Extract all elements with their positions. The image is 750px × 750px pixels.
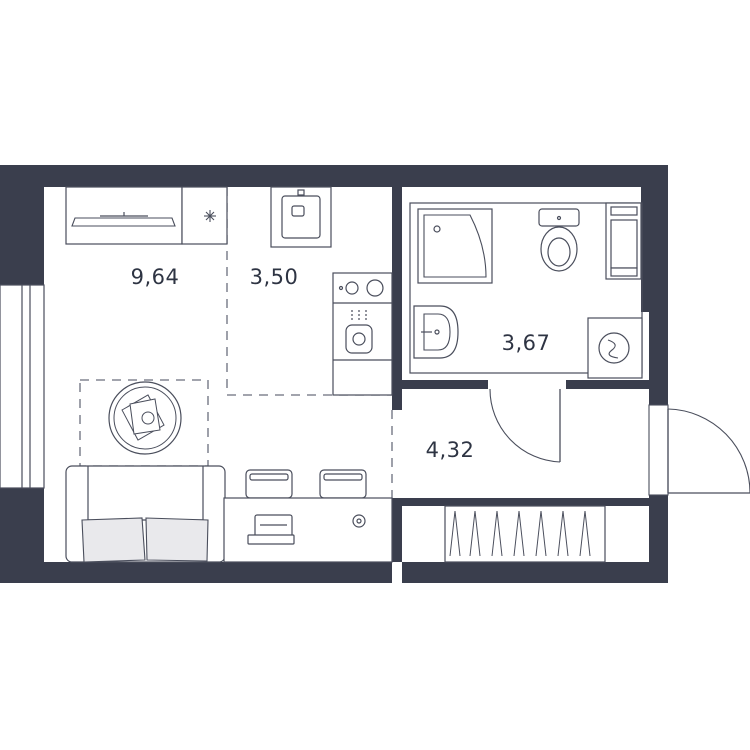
wall-top xyxy=(0,165,668,187)
shower-icon xyxy=(417,208,493,284)
window-icon xyxy=(0,284,45,489)
wall-bathroom-left xyxy=(392,187,402,410)
washing-machine-icon xyxy=(587,317,643,379)
desk-icon xyxy=(223,497,393,563)
chair-icon xyxy=(245,469,293,499)
wall-bottom-left xyxy=(0,562,392,583)
sofa-icon xyxy=(65,465,226,563)
wall-hall-right-bottom xyxy=(392,498,402,562)
coffee-table-icon xyxy=(108,381,182,455)
walls xyxy=(0,165,668,583)
laptop-icon xyxy=(247,514,295,545)
wall-right-upper xyxy=(649,165,668,405)
wall-bathroom-bottom-left xyxy=(402,380,488,389)
wall-bathroom-bottom-right xyxy=(566,380,649,389)
tv-stand-icon xyxy=(65,186,228,245)
water-heater-icon xyxy=(605,202,642,280)
kitchen-counter xyxy=(270,186,332,248)
area-label-kitchen: 3,50 xyxy=(250,265,299,289)
bathroom-outline xyxy=(409,202,643,374)
washbasin-icon xyxy=(413,305,459,359)
entrance-door-icon xyxy=(648,404,750,496)
wall-right-lower xyxy=(649,495,668,583)
toilet-icon xyxy=(538,208,580,272)
wall-bottom-right xyxy=(402,562,668,583)
area-label-living: 9,64 xyxy=(131,265,180,289)
chair-icon xyxy=(319,469,367,499)
wall-wardrobe-top xyxy=(402,498,649,506)
wardrobe-icon xyxy=(444,505,606,563)
bathroom-door-icon xyxy=(489,388,561,463)
area-labels: 9,64 3,50 3,67 4,32 xyxy=(131,265,551,462)
area-label-bathroom: 3,67 xyxy=(502,331,551,355)
decor-icon xyxy=(204,210,216,222)
area-label-hallway: 4,32 xyxy=(426,438,475,462)
wall-bathroom-niche xyxy=(641,187,649,312)
dishwasher-icon xyxy=(345,310,373,354)
